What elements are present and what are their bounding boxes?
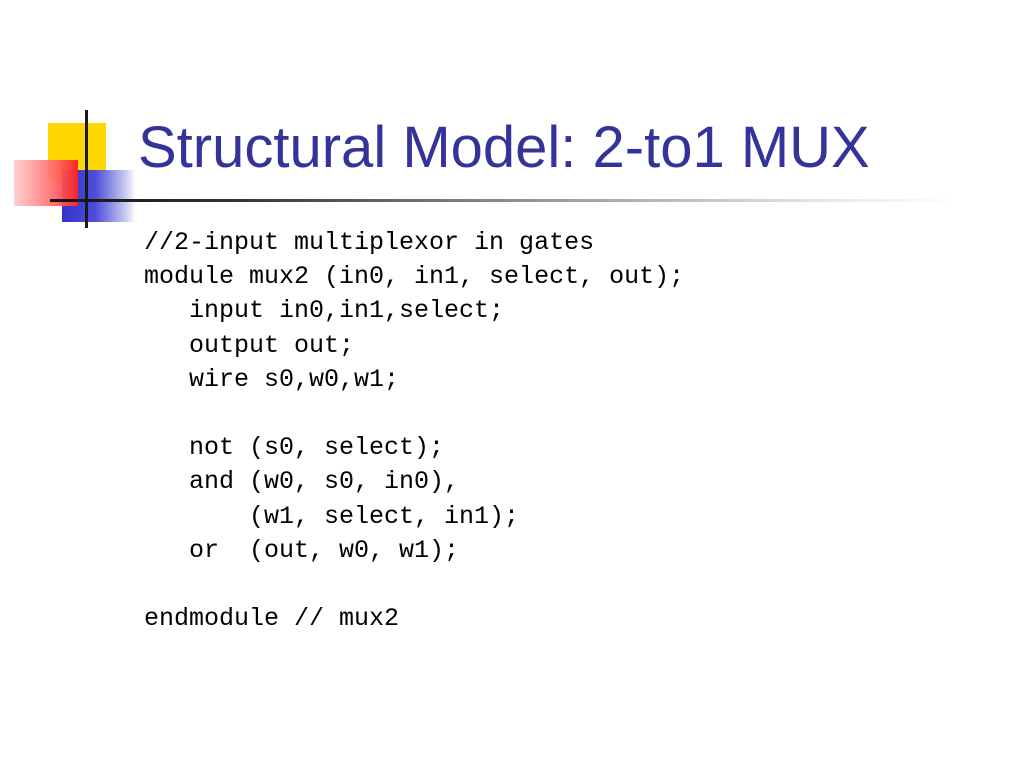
code-line: input in0,in1,select;: [144, 296, 505, 326]
code-line: or (out, w0, w1);: [144, 535, 460, 565]
decor-red-square: [14, 160, 78, 206]
code-line: not (s0, select);: [144, 433, 445, 463]
code-line: //2-input multiplexor in gates: [144, 228, 595, 257]
code-line: output out;: [144, 330, 355, 360]
decor-vertical-line: [85, 110, 88, 228]
slide-title: Structural Model: 2-to1 MUX: [138, 115, 870, 180]
code-line: endmodule // mux2: [144, 604, 400, 634]
code-line: wire s0,w0,w1;: [144, 364, 400, 394]
code-line: and (w0, s0, in0),: [144, 467, 460, 497]
code-line: [144, 568, 684, 602]
code-block: //2-input multiplexor in gates module mu…: [144, 226, 684, 636]
code-line: module mux2 (in0, in1, select, out);: [144, 262, 685, 292]
code-line: (w1, select, in1);: [144, 501, 520, 531]
code-line: [144, 397, 684, 431]
title-underline: [50, 199, 960, 202]
